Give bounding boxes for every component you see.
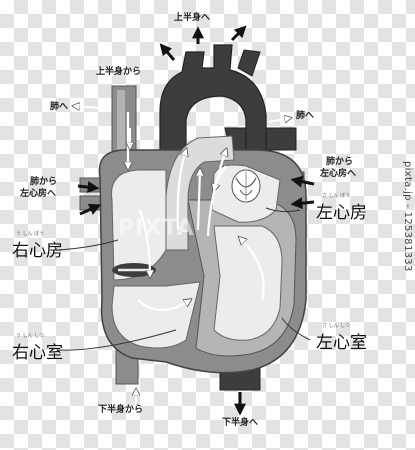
furigana-left-atrium: さ しん ぼう xyxy=(322,192,350,199)
label-right-atrium: 右心房 xyxy=(12,241,63,261)
label-left-atrium: 左心房 xyxy=(316,203,367,223)
label-from-lungs-left-2: 左心房へ xyxy=(19,187,56,199)
left-ventricle-chamber xyxy=(213,225,283,341)
label-from-lower-body: 下半身から xyxy=(98,403,143,415)
blood-flow-arrows-internal xyxy=(128,112,265,312)
right-ventricle-chamber xyxy=(111,281,201,349)
label-from-upper-body: 上半身から xyxy=(96,65,141,77)
mitral-valve xyxy=(231,169,261,203)
label-right-ventricle: 右心室 xyxy=(12,343,63,363)
label-from-lungs-right-2: 左心房へ xyxy=(319,167,356,179)
label-upper-body-to: 上半身へ xyxy=(174,11,210,23)
label-from-lungs-left-1: 肺から xyxy=(30,175,57,187)
label-to-lungs-left: 肺へ xyxy=(50,100,68,112)
furigana-left-ventricle: さ しん しつ xyxy=(322,322,350,329)
watermark-center: PIXTA xyxy=(118,216,195,241)
blood-flow-arrows-external xyxy=(77,25,315,416)
leader-lines xyxy=(57,207,311,351)
watermark-side: pixta.jp - 125381333 xyxy=(402,160,413,272)
label-left-ventricle: 左心室 xyxy=(316,333,367,353)
aorta xyxy=(159,44,267,231)
label-to-lungs-right: 肺へ xyxy=(296,109,314,121)
label-lower-body-to: 下半身へ xyxy=(222,416,258,428)
label-from-lungs-right-1: 肺から xyxy=(326,155,353,167)
furigana-right-atrium: う しん ぼう xyxy=(16,230,44,237)
furigana-right-ventricle: う しん しつ xyxy=(16,333,44,339)
